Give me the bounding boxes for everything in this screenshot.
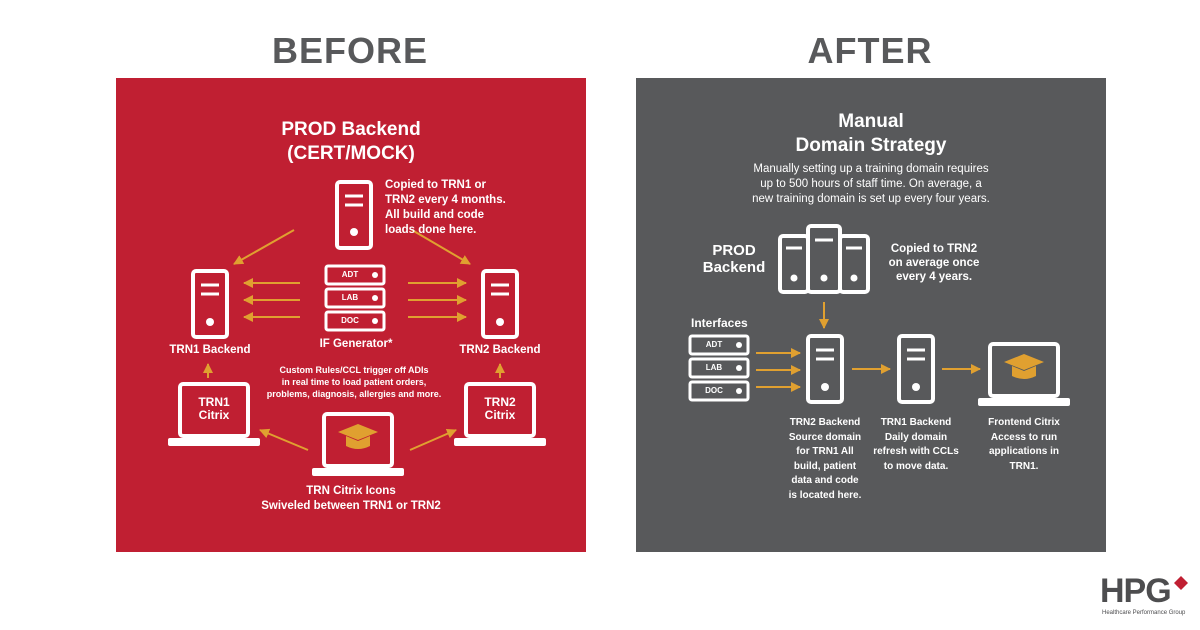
trn1-note-line: to move data. xyxy=(883,460,949,472)
trn2-server-icon xyxy=(481,269,519,339)
frontend-note-line: Access to run xyxy=(990,431,1058,443)
if-slot-adt: ADT xyxy=(341,270,359,279)
prod-backend-line: PROD xyxy=(712,242,756,259)
custom-rules-line: problems, diagnosis, allergies and more. xyxy=(266,389,442,399)
before-panel: PROD Backend (CERT/MOCK) Copied to TRN1 … xyxy=(116,78,586,552)
trn2-note-line: data and code xyxy=(791,475,859,486)
grad-cap-icon xyxy=(338,424,378,440)
prod-server-icon xyxy=(335,180,373,250)
before-title: PROD Backend (CERT/MOCK) xyxy=(251,118,451,166)
prod-backend-label: PROD Backend xyxy=(694,242,774,276)
hpg-logo-text: HPG xyxy=(1100,572,1172,610)
if-generator-icon xyxy=(324,264,386,332)
description-line: Manually setting up a training domain re… xyxy=(753,163,989,175)
after-copied-line: every 4 years. xyxy=(895,271,973,283)
description-line: new training domain is set up every four… xyxy=(752,193,990,205)
trn1-citrix-line: TRN1 xyxy=(198,395,230,409)
trn1-server-icon xyxy=(897,334,935,404)
trn2-note-line: for TRN1 All xyxy=(796,446,854,457)
trn2-server-icon xyxy=(806,334,844,404)
trn2-note-line: TRN2 Backend xyxy=(789,417,861,428)
citrix-icons-label: TRN Citrix Icons Swiveled between TRN1 o… xyxy=(231,484,471,514)
citrix-laptop-icon xyxy=(312,412,404,476)
after-description: Manually setting up a training domain re… xyxy=(721,162,1021,207)
trn1-backend-label: TRN1 Backend xyxy=(169,344,251,356)
after-heading: AFTER xyxy=(807,30,933,71)
prod-backend-line: Backend xyxy=(702,259,766,276)
trn2-backend-note: TRN2 Backend Source domain for TRN1 All … xyxy=(778,416,872,503)
hpg-logo-subtitle: Healthcare Performance Group xyxy=(1102,610,1186,616)
trn1-citrix-label: TRN1 Citrix xyxy=(184,396,244,422)
after-copied-line: Copied to TRN2 xyxy=(890,243,978,255)
interfaces-label: Interfaces xyxy=(691,316,748,330)
trn1-note-line: refresh with CCLs xyxy=(873,446,959,457)
if-slot-lab: LAB xyxy=(341,293,359,302)
copied-note-line: TRN2 every 4 months. xyxy=(385,194,506,206)
interfaces-stack-icon xyxy=(688,334,750,402)
trn2-citrix-laptop-icon xyxy=(454,382,546,446)
trn2-note-line: Source domain xyxy=(788,431,862,443)
after-diagram xyxy=(688,224,1070,406)
custom-rules-line: in real time to load patient orders, xyxy=(281,377,427,387)
custom-rules-line: Custom Rules/CCL trigger off ADIs xyxy=(279,365,429,375)
after-copied-note: Copied to TRN2 on average once every 4 y… xyxy=(874,242,994,284)
description-line: up to 500 hours of staff time. On averag… xyxy=(760,178,982,190)
after-panel: Manual Domain Strategy Manually setting … xyxy=(636,78,1106,552)
interface-slot-lab: LAB xyxy=(705,363,723,372)
before-title-line1: PROD Backend xyxy=(281,119,421,140)
citrix-icons-line: Swiveled between TRN1 or TRN2 xyxy=(261,500,441,512)
copied-note-line: loads done here. xyxy=(385,224,477,236)
if-generator-label: IF Generator* xyxy=(319,338,393,350)
frontend-note-line: Frontend Citrix xyxy=(988,417,1060,428)
prod-copied-note: Copied to TRN1 or TRN2 every 4 months. A… xyxy=(385,178,565,238)
hpg-logo-mark-icon xyxy=(1174,576,1188,590)
frontend-note: Frontend Citrix Access to run applicatio… xyxy=(972,416,1076,474)
trn2-citrix-line: TRN2 xyxy=(484,395,516,409)
trn1-backend-note: TRN1 Backend Daily domain refresh with C… xyxy=(864,416,968,474)
copied-note-line: Copied to TRN1 or xyxy=(385,179,486,191)
trn1-citrix-laptop-icon xyxy=(168,382,260,446)
if-slot-doc: DOC xyxy=(341,316,359,325)
interface-slot-adt: ADT xyxy=(705,340,723,349)
trn2-backend-label: TRN2 Backend xyxy=(459,344,541,356)
trn2-citrix-line: Citrix xyxy=(484,408,516,422)
trn1-note-line: TRN1 Backend xyxy=(880,417,952,428)
after-title-line2: Domain Strategy xyxy=(795,135,947,156)
citrix-icons-line: TRN Citrix Icons xyxy=(306,485,396,497)
trn1-server-icon xyxy=(191,269,229,339)
copied-note-line: All build and code xyxy=(385,209,485,221)
after-copied-line: on average once xyxy=(888,257,980,269)
before-arrows xyxy=(203,229,505,451)
before-heading: BEFORE xyxy=(271,30,428,71)
frontend-laptop-icon xyxy=(978,342,1070,406)
frontend-note-line: applications in xyxy=(988,446,1059,457)
trn2-note-line: is located here. xyxy=(788,489,862,501)
after-arrows xyxy=(756,302,981,392)
trn1-note-line: Daily domain xyxy=(884,431,948,443)
interface-slot-doc: DOC xyxy=(705,386,723,395)
frontend-note-line: TRN1. xyxy=(1009,460,1039,472)
grad-cap-icon xyxy=(1004,354,1044,370)
trn2-note-line: build, patient xyxy=(793,460,857,472)
before-diagram xyxy=(168,180,546,476)
trn1-citrix-line: Citrix xyxy=(198,408,230,422)
trn2-citrix-label: TRN2 Citrix xyxy=(470,396,530,422)
after-title-line1: Manual xyxy=(838,111,904,132)
before-title-line2: (CERT/MOCK) xyxy=(287,143,415,164)
custom-rules-note: Custom Rules/CCL trigger off ADIs in rea… xyxy=(246,364,462,400)
hpg-logo: HPG Healthcare Performance Group xyxy=(1100,574,1192,622)
prod-servers-icon xyxy=(778,224,870,294)
after-title: Manual Domain Strategy xyxy=(771,110,971,158)
